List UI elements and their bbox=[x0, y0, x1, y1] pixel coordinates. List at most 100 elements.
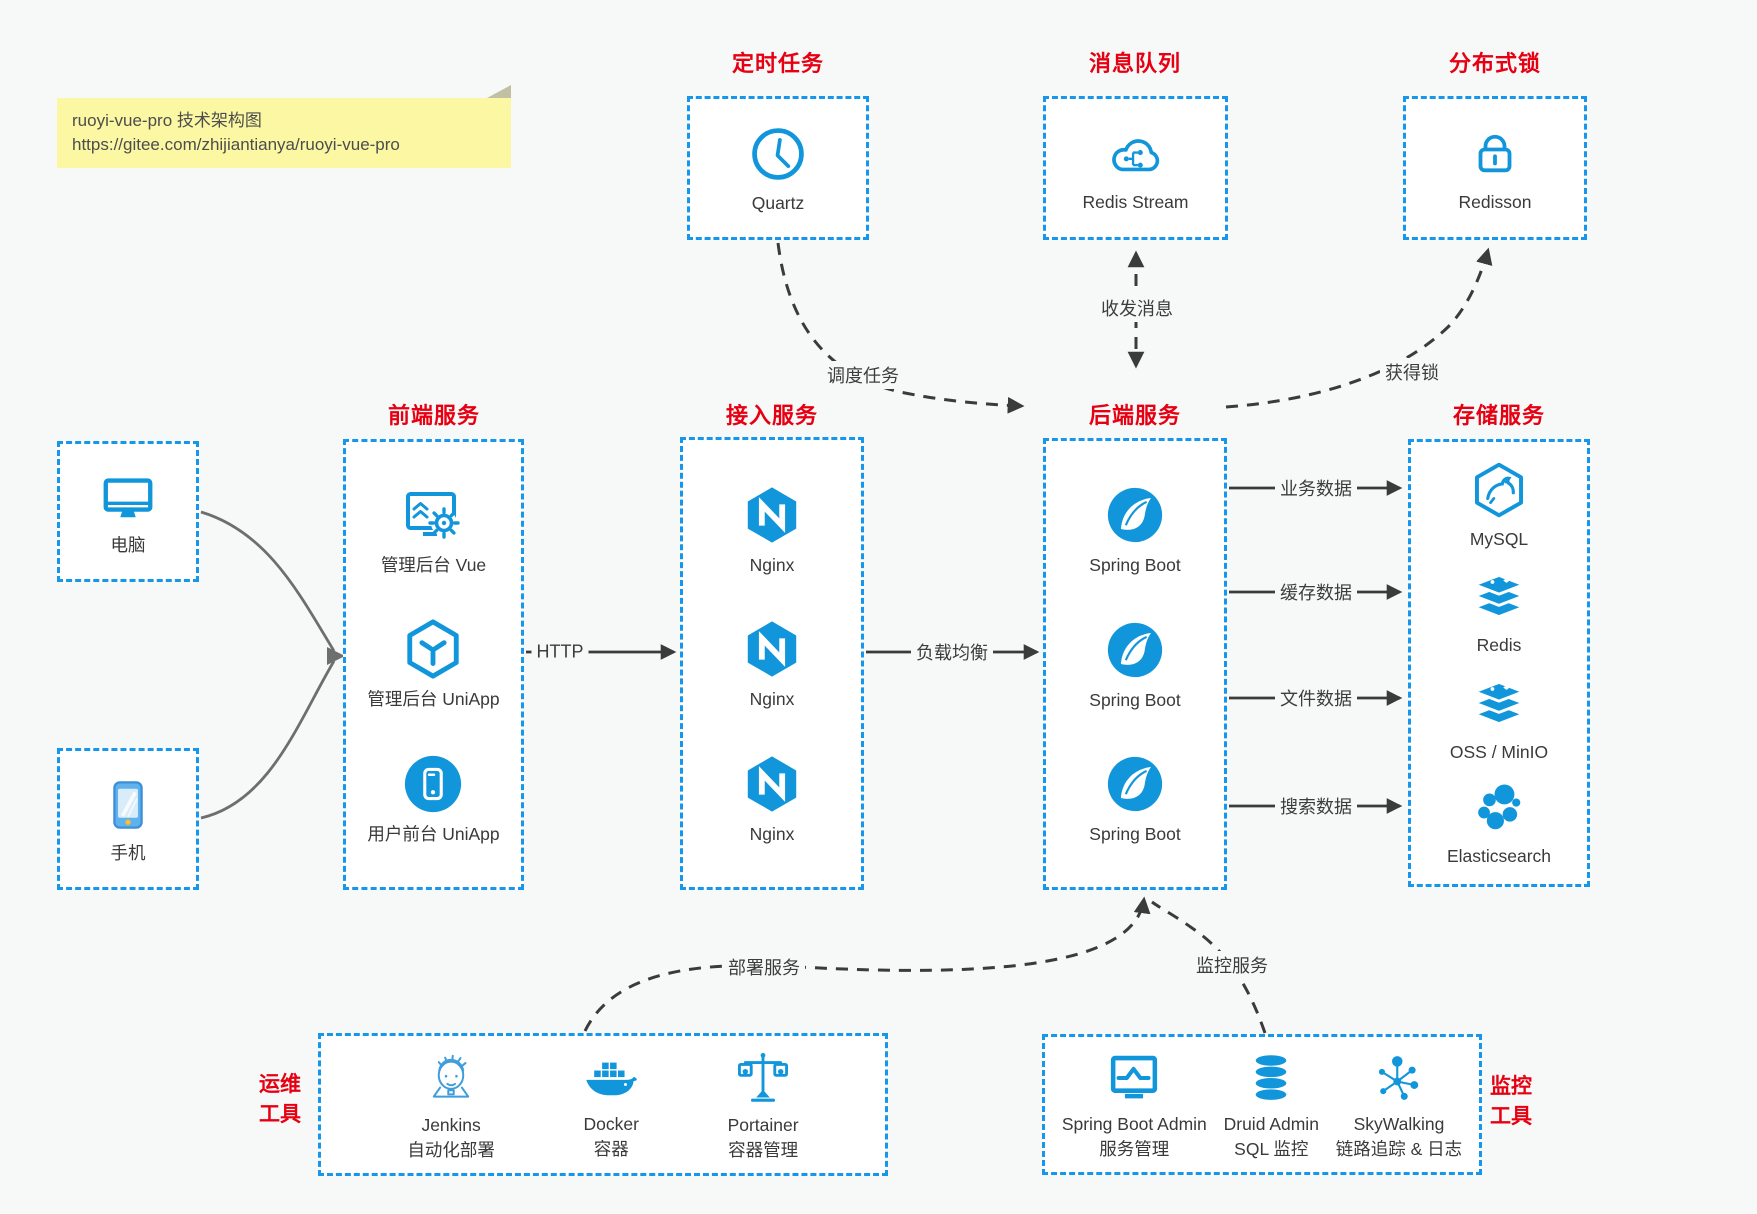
spring-boot-node-2: Spring Boot bbox=[1089, 619, 1181, 710]
node-label: Quartz bbox=[751, 192, 805, 213]
node-label: Nginx bbox=[749, 554, 795, 575]
node-label: Nginx bbox=[749, 689, 795, 709]
elasticsearch-node: Elasticsearch bbox=[1447, 779, 1551, 866]
node-label: Redis bbox=[1476, 635, 1522, 656]
scheduler-box: Quartz bbox=[687, 96, 869, 240]
group-title-scheduler: 定时任务 bbox=[731, 51, 825, 76]
frontend-box: 管理后台 Vue 管理后台 UniApp 用户前台 UniApp bbox=[343, 439, 524, 890]
elasticsearch-icon bbox=[1478, 784, 1521, 830]
admin-vue-icon bbox=[406, 491, 461, 539]
node-label: 电脑 bbox=[110, 535, 146, 555]
skywalking-icon bbox=[1378, 1055, 1419, 1100]
gateway-box: Nginx Nginx Nginx bbox=[680, 437, 864, 890]
node-label: MySQL bbox=[1469, 528, 1529, 549]
backend-box: Spring Boot Spring Boot Spring Boot bbox=[1043, 438, 1227, 890]
portainer-icon bbox=[738, 1052, 789, 1102]
edge-label-http: HTTP bbox=[531, 640, 589, 664]
node-label: 用户前台 UniApp bbox=[367, 823, 500, 844]
edge-label-deploy: 部署服务 bbox=[723, 953, 805, 981]
desktop-icon bbox=[103, 478, 153, 518]
spring-boot-node-3: Spring Boot bbox=[1089, 753, 1181, 844]
note-fold-corner bbox=[487, 85, 511, 98]
jenkins-node: Jenkins 自动化部署 bbox=[407, 1049, 495, 1161]
spring-boot-icon bbox=[1107, 756, 1163, 811]
group-title-gateway: 接入服务 bbox=[725, 403, 819, 428]
redisson-node: Redisson bbox=[1459, 125, 1531, 212]
sticky-note: ruoyi-vue-pro 技术架构图 https://gitee.com/zh… bbox=[57, 85, 511, 168]
spring-boot-admin-node: Spring Boot Admin 服务管理 bbox=[1062, 1050, 1207, 1160]
node-label: Spring Boot bbox=[1089, 823, 1181, 844]
clock-icon bbox=[752, 127, 804, 180]
monitoring-title-line2: 工具 bbox=[1490, 1105, 1532, 1128]
edge-label-business-data: 业务数据 bbox=[1275, 474, 1357, 502]
redis-stream-node: Redis Stream bbox=[1082, 125, 1189, 212]
admin-uniapp-node: 管理后台 UniApp bbox=[367, 618, 500, 709]
nginx-node-2: Nginx bbox=[741, 618, 803, 709]
edge-label-cache-data: 缓存数据 bbox=[1275, 578, 1357, 606]
computer-node: 电脑 bbox=[97, 468, 159, 555]
group-title-ops: 运维 工具 bbox=[259, 1070, 301, 1130]
admin-vue-node: 管理后台 Vue bbox=[381, 486, 486, 575]
node-label: Redis Stream bbox=[1082, 191, 1189, 212]
group-title-frontend: 前端服务 bbox=[387, 403, 481, 428]
quartz-node: Quartz bbox=[748, 124, 808, 213]
tool-desc: 自动化部署 bbox=[407, 1139, 495, 1160]
uniapp-circle-icon bbox=[405, 755, 462, 812]
ops-title-line1: 运维 bbox=[259, 1073, 301, 1096]
tool-name: Portainer bbox=[727, 1114, 799, 1135]
spring-boot-node-1: Spring Boot bbox=[1089, 484, 1181, 576]
phone-box: 手机 bbox=[57, 748, 199, 890]
docker-node: Docker 容器 bbox=[581, 1050, 641, 1160]
tool-desc: 容器 bbox=[593, 1138, 629, 1159]
user-uniapp-node: 用户前台 UniApp bbox=[367, 753, 500, 844]
mq-box: Redis Stream bbox=[1043, 96, 1228, 240]
computer-box: 电脑 bbox=[57, 441, 199, 582]
spring-boot-icon bbox=[1107, 488, 1163, 543]
node-label: Spring Boot bbox=[1089, 689, 1181, 710]
tool-desc: SQL 监控 bbox=[1234, 1138, 1309, 1159]
node-label: 手机 bbox=[110, 842, 146, 863]
tool-desc: 链路追踪 & 日志 bbox=[1335, 1138, 1463, 1159]
nginx-node-1: Nginx bbox=[741, 484, 803, 575]
druid-icon bbox=[1255, 1054, 1287, 1100]
mysql-icon bbox=[1475, 462, 1523, 517]
note-title: ruoyi-vue-pro 技术架构图 bbox=[72, 111, 262, 130]
jenkins-icon bbox=[432, 1054, 470, 1098]
oss-minio-icon bbox=[1473, 680, 1525, 725]
computer-to-frontend-curve bbox=[200, 510, 336, 652]
mysql-node: MySQL bbox=[1469, 460, 1529, 549]
edge-label-acquire-lock: 获得锁 bbox=[1380, 358, 1444, 386]
node-label: Elasticsearch bbox=[1446, 846, 1552, 867]
note-url: https://gitee.com/zhijiantianya/ruoyi-vu… bbox=[72, 135, 400, 154]
monitoring-title-line1: 监控 bbox=[1490, 1075, 1532, 1098]
monitoring-box: Spring Boot Admin 服务管理 Druid Admin SQL 监… bbox=[1042, 1034, 1482, 1175]
nginx-node-3: Nginx bbox=[741, 753, 803, 844]
phone-node: 手机 bbox=[99, 776, 157, 863]
edge-label-messaging: 收发消息 bbox=[1096, 294, 1178, 322]
deploy-curve bbox=[583, 896, 1151, 1032]
smartphone-icon bbox=[113, 780, 143, 829]
node-label: Spring Boot bbox=[1089, 555, 1181, 576]
docker-icon bbox=[586, 1062, 638, 1095]
spring-boot-icon bbox=[1107, 622, 1163, 677]
edge-label-schedule-job: 调度任务 bbox=[822, 361, 904, 389]
redis-icon bbox=[1473, 574, 1525, 619]
edge-label-load-balance: 负载均衡 bbox=[911, 638, 993, 666]
node-label: 管理后台 Vue bbox=[380, 554, 487, 575]
group-title-monitoring: 监控 工具 bbox=[1490, 1072, 1532, 1132]
edge-label-search-data: 搜索数据 bbox=[1275, 792, 1357, 820]
group-title-backend: 后端服务 bbox=[1088, 403, 1182, 428]
redis-node: Redis bbox=[1469, 566, 1529, 655]
node-label: OSS / MinIO bbox=[1449, 741, 1549, 762]
tool-desc: 服务管理 bbox=[1099, 1138, 1170, 1159]
edge-label-file-data: 文件数据 bbox=[1275, 684, 1357, 712]
tool-name: SkyWalking bbox=[1353, 1113, 1445, 1134]
group-title-lock: 分布式锁 bbox=[1448, 51, 1542, 76]
tool-desc: 容器管理 bbox=[728, 1139, 799, 1160]
tool-name: Druid Admin bbox=[1223, 1113, 1319, 1134]
group-title-mq: 消息队列 bbox=[1088, 51, 1182, 76]
nginx-icon bbox=[747, 755, 797, 812]
storage-box: MySQL Redis bbox=[1408, 439, 1590, 887]
node-label: Nginx bbox=[749, 823, 795, 844]
